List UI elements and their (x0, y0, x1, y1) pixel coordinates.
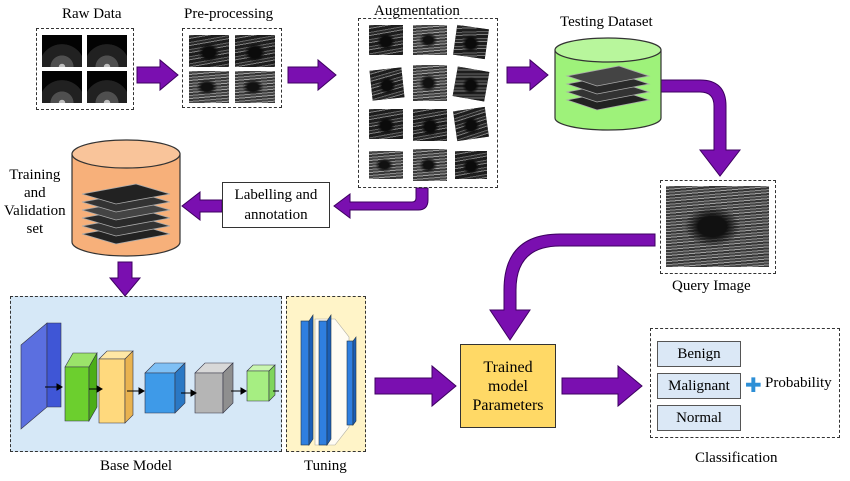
testing-dataset-cylinder (554, 37, 662, 131)
pre-image-2 (235, 35, 275, 67)
aug-image-12 (455, 151, 487, 179)
cnn-layer-5 (194, 362, 234, 414)
arrow-trained-to-classification (561, 364, 643, 408)
class-normal: Normal (657, 405, 741, 431)
cnn-layer-3 (98, 350, 134, 424)
trained-params-line2: model (488, 378, 528, 395)
aug-image-6 (452, 66, 490, 102)
aug-image-2 (413, 25, 447, 55)
trained-params-box: Trained model Parameters (460, 344, 556, 428)
tuning-layer-2 (318, 314, 332, 446)
classification-label: Classification (695, 450, 778, 466)
raw-image-1 (42, 35, 82, 67)
arrow-raw-to-preprocess (136, 58, 179, 92)
testing-dataset-title: Testing Dataset (560, 14, 653, 30)
labelling-line1: Labelling and (234, 187, 318, 203)
aug-image-11 (413, 149, 447, 181)
tuning-layer-1 (300, 314, 314, 446)
augmentation-box (358, 18, 498, 188)
tuning-layers (300, 314, 357, 446)
arrow-labelling-to-training (181, 190, 223, 222)
training-label-line2: and (23, 185, 46, 201)
preprocessing-title: Pre-processing (184, 6, 274, 22)
training-set-cylinder (71, 139, 181, 257)
arrow-augmentation-to-labelling (333, 187, 429, 219)
trained-params-line3: Parameters (472, 397, 544, 414)
raw-image-2 (87, 35, 127, 67)
aug-image-1 (369, 25, 403, 55)
tuning-layer-3 (346, 336, 357, 426)
cnn-layer-6 (246, 364, 276, 402)
probability-label: Probability (765, 375, 832, 391)
aug-image-7 (369, 109, 403, 139)
training-label-line1: Training (9, 167, 61, 183)
arrow-augmentation-to-testing (506, 58, 549, 92)
raw-image-4 (87, 71, 127, 103)
arrow-tuning-to-trained (374, 364, 457, 408)
aug-image-9 (453, 106, 489, 142)
raw-data-title: Raw Data (62, 6, 122, 22)
arrow-preprocess-to-augmentation (287, 58, 337, 92)
aug-image-8 (413, 109, 447, 141)
raw-image-3 (42, 71, 82, 103)
cnn-layer-2 (64, 351, 98, 423)
classification-box: Benign Malignant Normal ✚ Probability (650, 328, 840, 438)
aug-image-10 (369, 151, 403, 179)
aug-image-5 (413, 65, 447, 101)
training-label-line4: set (26, 221, 44, 237)
base-model-label: Base Model (100, 458, 173, 474)
query-image (666, 186, 769, 267)
cnn-layer-1 (20, 322, 62, 430)
tuning-label: Tuning (304, 458, 347, 474)
cnn-layers (20, 322, 279, 430)
aug-image-4 (369, 67, 405, 101)
query-image-label: Query Image (672, 278, 751, 294)
augmentation-title: Augmentation (374, 3, 460, 19)
labelling-box: Labelling and annotation (222, 182, 330, 228)
pre-image-3 (189, 71, 229, 103)
query-image-box (660, 180, 776, 274)
arrow-training-to-basemodel (108, 261, 142, 297)
cnn-layer-4 (144, 362, 186, 414)
tuning-box (286, 296, 366, 452)
base-model-box (10, 296, 282, 452)
raw-data-box (36, 28, 134, 110)
trained-params-line1: Trained (483, 359, 533, 376)
aug-image-3 (453, 24, 489, 60)
arrow-query-to-trained (489, 233, 656, 341)
pre-image-4 (235, 71, 275, 103)
labelling-line2: annotation (244, 207, 308, 223)
class-benign: Benign (657, 341, 741, 367)
class-malignant: Malignant (657, 373, 741, 399)
plus-icon: ✚ (745, 373, 762, 397)
preprocessing-box (182, 28, 282, 108)
training-label-line3: Validation (4, 203, 66, 219)
pre-image-1 (189, 35, 229, 67)
training-set-label: Training and Validation set (4, 166, 66, 238)
arrow-testing-to-query (657, 79, 742, 177)
